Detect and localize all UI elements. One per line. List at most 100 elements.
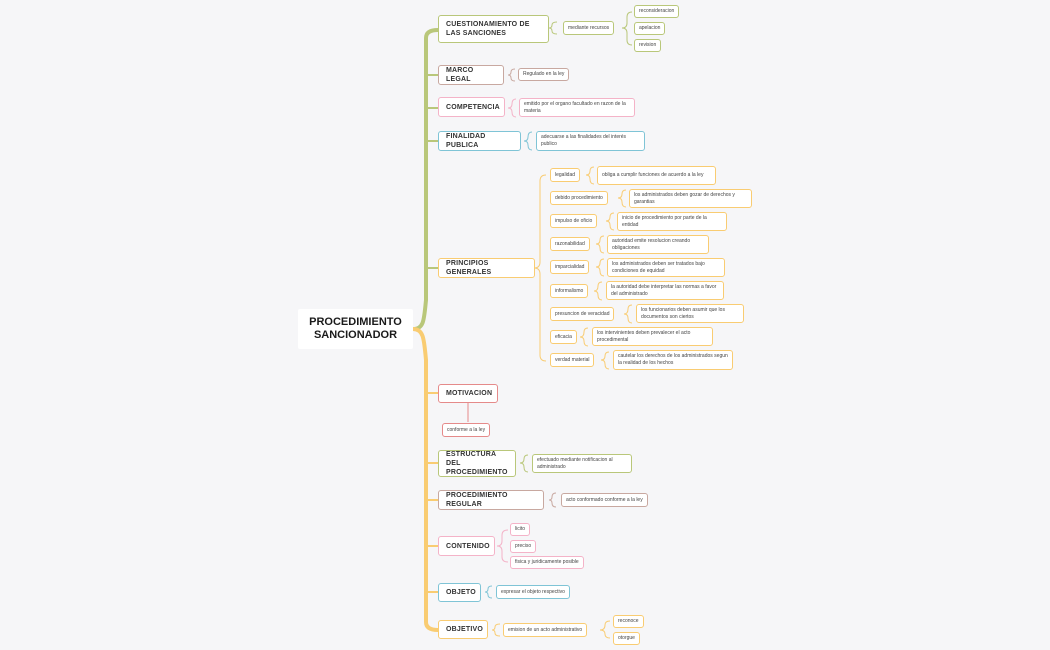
principio-eficacia-desc[interactable]: los intervinientes deben prevalecer el a… <box>592 327 713 346</box>
subtopic-label: fisica y juridicamente posible <box>515 559 579 565</box>
topic-label: CUESTIONAMIENTO DE LAS SANCIONES <box>446 21 530 37</box>
principio-razonabilidad-desc[interactable]: autoridad emite resolucion creando oblig… <box>607 235 709 254</box>
principio-verdad-material[interactable]: verdad material <box>550 353 595 367</box>
verdad-bracket <box>600 351 610 370</box>
subtopic-label: reconoce <box>618 618 639 624</box>
subtopic-preciso[interactable]: preciso <box>510 540 537 553</box>
topic-finalidad-publica[interactable]: FINALIDAD PUBLICA <box>438 131 521 151</box>
topic-label: CONTENIDO <box>446 542 490 550</box>
subtopic-adecuarse[interactable]: adecuarse a las finalidades del interés … <box>536 131 645 151</box>
principio-label: impulso de oficio <box>555 217 593 224</box>
principio-razonabilidad[interactable]: razonabilidad <box>550 237 590 251</box>
subtopic-emitido[interactable]: emitido por el organo facultado en razon… <box>519 98 635 117</box>
contenido-bracket <box>496 529 509 563</box>
subtopic-expresar-objeto[interactable]: expresar el objeto respectivo <box>496 585 570 599</box>
subtopic-regulado[interactable]: Regulado en la ley <box>518 68 570 81</box>
principio-legalidad[interactable]: legalidad <box>550 168 581 182</box>
principio-informalismo-desc[interactable]: la autoridad debe interpretar las normas… <box>606 281 724 300</box>
topic-objetivo[interactable]: OBJETIVO <box>438 620 488 639</box>
principio-imparcialidad[interactable]: imparcialidad <box>550 260 590 274</box>
principio-informalismo[interactable]: informalismo <box>550 284 589 298</box>
subtopic-efectuado[interactable]: efectuado mediante notificacion al admin… <box>532 454 632 473</box>
subtopic-label: preciso <box>515 543 532 549</box>
subtopic-label: emision de un acto administrativo <box>508 626 583 633</box>
topic-cuestionamiento[interactable]: CUESTIONAMIENTO DE LAS SANCIONES <box>438 15 549 43</box>
spine-lower <box>412 327 439 632</box>
subtopic-licito[interactable]: licito <box>510 523 531 536</box>
legalidad-bracket <box>585 166 595 185</box>
principio-label: eficacia <box>555 333 572 340</box>
principio-presuncion-de-veracidad[interactable]: presuncion de veracidad <box>550 307 615 321</box>
subtopic-label: apelacion <box>639 25 661 31</box>
principio-label: imparcialidad <box>555 263 585 270</box>
subtopic-fisica-juridicamente[interactable]: fisica y juridicamente posible <box>510 556 584 569</box>
principio-label: debido procedimiento <box>555 194 603 201</box>
cuestionamiento-bracket <box>548 21 558 35</box>
principios-bracket <box>533 174 547 362</box>
objetivo-sub-bracket <box>599 620 611 639</box>
topic-procedimiento-regular[interactable]: PROCEDIMIENTO REGULAR <box>438 490 544 510</box>
estructura-bracket <box>519 454 529 473</box>
principio-impulso-de-oficio[interactable]: impulso de oficio <box>550 214 598 228</box>
principio-label: legalidad <box>555 171 576 178</box>
informalismo-bracket <box>593 281 603 301</box>
topic-label: OBJETIVO <box>446 626 483 633</box>
topic-label: ESTRUCTURA DEL PROCEDIMIENTO <box>446 451 508 476</box>
principio-debido-procedimiento[interactable]: debido procedimiento <box>550 191 608 205</box>
regular-bracket <box>548 492 557 508</box>
subtopic-label: revision <box>639 42 657 48</box>
topic-principios-generales[interactable]: PRINCIPIOS GENERALES <box>438 258 535 278</box>
finalidad-bracket <box>523 131 533 151</box>
principio-label: presuncion de veracidad <box>555 310 610 317</box>
subtopic-revision[interactable]: revision <box>634 39 662 52</box>
imparcialidad-bracket <box>595 258 605 277</box>
topic-contenido[interactable]: CONTENIDO <box>438 536 495 556</box>
principio-desc: cautelar los derechos de los administrad… <box>618 353 728 366</box>
topic-label: MARCO LEGAL <box>446 67 474 83</box>
principio-verdad-desc[interactable]: cautelar los derechos de los administrad… <box>613 350 733 370</box>
subtopic-label: otorgue <box>618 635 635 641</box>
competencia-bracket <box>507 98 517 118</box>
principio-desc: los funcionarios deben asumir que los do… <box>641 306 725 320</box>
subtopic-emision-acto[interactable]: emision de un acto administrativo <box>503 623 588 637</box>
principio-eficacia[interactable]: eficacia <box>550 330 577 344</box>
subtopic-conforme-a-la-ley[interactable]: conforme a la ley <box>442 423 491 437</box>
root-label: PROCEDIMIENTO SANCIONADOR <box>309 316 402 341</box>
subtopic-label: Regulado en la ley <box>523 71 565 77</box>
principio-legalidad-desc[interactable]: obliga a cumplir funciones de acuerdo a … <box>597 166 716 185</box>
principio-presuncion-desc[interactable]: los funcionarios deben asumir que los do… <box>636 304 744 323</box>
principio-debido-desc[interactable]: los administrados deben gozar de derecho… <box>629 189 752 208</box>
topic-estructura[interactable]: ESTRUCTURA DEL PROCEDIMIENTO <box>438 450 516 477</box>
subtopic-label: emitido por el organo facultado en razon… <box>524 100 626 114</box>
eficacia-bracket <box>579 327 589 347</box>
principio-label: verdad material <box>555 356 590 363</box>
subtopic-reconsideracion[interactable]: reconsideracion <box>634 5 680 18</box>
topic-objeto[interactable]: OBJETO <box>438 583 481 602</box>
topic-label: PRINCIPIOS GENERALES <box>446 260 492 276</box>
subtopic-acto-conformado[interactable]: acto conformado conforme a la ley <box>561 493 648 507</box>
topic-competencia[interactable]: COMPETENCIA <box>438 97 505 117</box>
objeto-bracket <box>484 585 493 599</box>
subtopic-label: reconsideracion <box>639 8 675 14</box>
marco-bracket <box>507 68 516 82</box>
principio-desc: obliga a cumplir funciones de acuerdo a … <box>602 172 704 178</box>
subtopic-label: expresar el objeto respectivo <box>501 588 565 595</box>
topic-marco-legal[interactable]: MARCO LEGAL <box>438 65 504 85</box>
principio-desc: autoridad emite resolucion creando oblig… <box>612 237 691 251</box>
lower-ticks <box>426 392 438 593</box>
principio-label: informalismo <box>555 287 584 294</box>
topic-label: COMPETENCIA <box>446 103 500 111</box>
subtopic-apelacion[interactable]: apelacion <box>634 22 666 35</box>
presuncion-bracket <box>623 304 633 324</box>
principio-imparcialidad-desc[interactable]: los administrados deben ser tratados baj… <box>607 258 725 277</box>
root-topic[interactable]: PROCEDIMIENTO SANCIONADOR <box>298 309 413 349</box>
subtopic-mediante-recursos[interactable]: mediante recursos <box>563 21 615 35</box>
topic-label: OBJETO <box>446 589 476 596</box>
subtopic-label: conforme a la ley <box>447 426 486 433</box>
topic-label: FINALIDAD PUBLICA <box>446 133 486 149</box>
principio-impulso-desc[interactable]: inicio de procedimiento por parte de la … <box>617 212 727 231</box>
subtopic-otorgue[interactable]: otorgue <box>613 632 640 645</box>
topic-motivacion[interactable]: MOTIVACION <box>438 384 498 403</box>
principio-label: razonabilidad <box>555 240 585 247</box>
subtopic-reconoce[interactable]: reconoce <box>613 615 644 628</box>
